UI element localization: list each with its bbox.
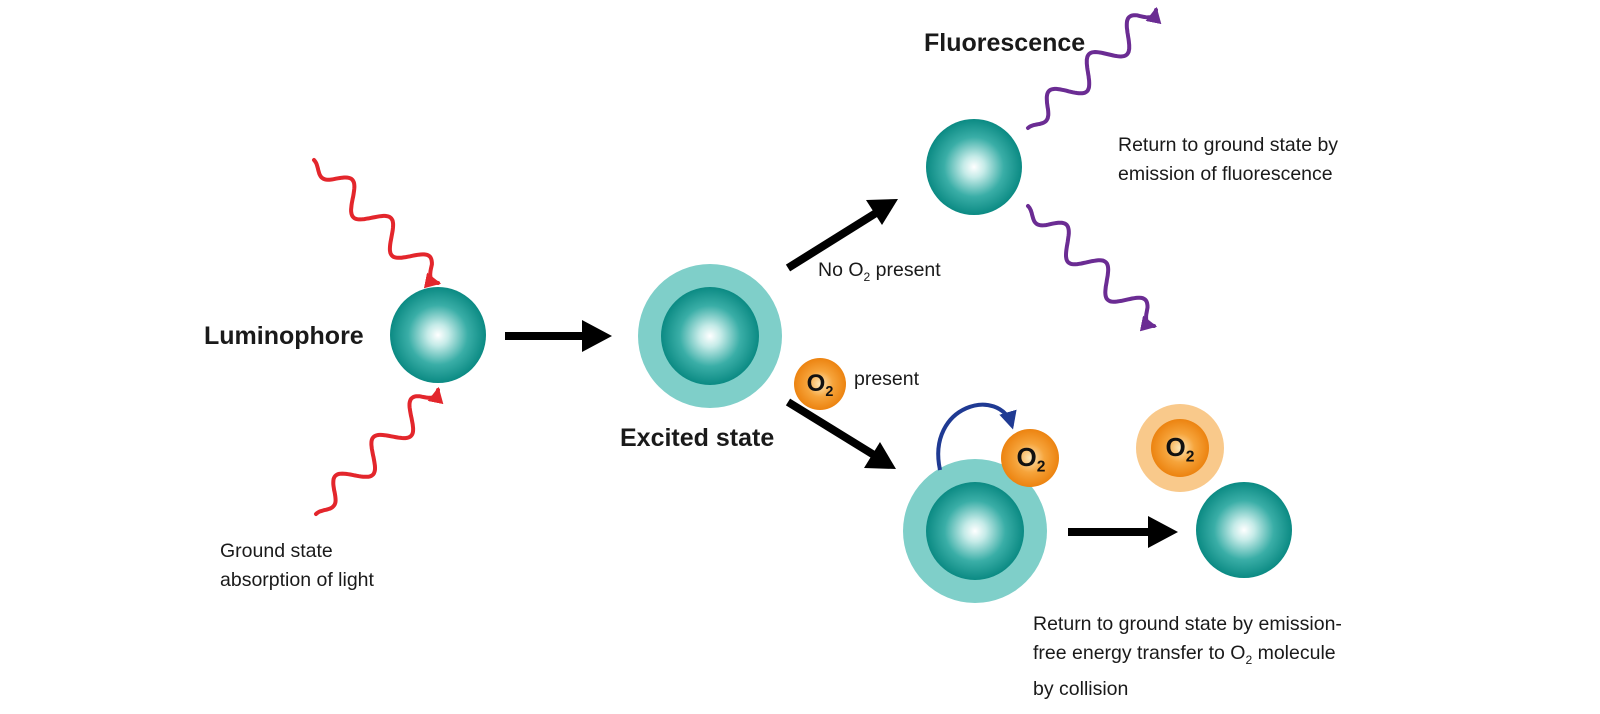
collision-return-note: Return to ground state by emission- free… [1033,610,1342,704]
fluorescence-return-line1: Return to ground state by [1118,134,1339,156]
energy-transfer-arrow [936,402,1017,471]
no-oxygen-subscript: 2 [863,269,871,284]
fluorescence-label: Fluorescence [924,29,1086,57]
oxygen-badge-excited: O2 [1165,432,1195,466]
oxygen-present-label: present [854,368,920,390]
fluorescence-return-line2: emission of fluorescence [1118,163,1333,185]
oxygen-molecule-label [794,358,846,410]
collision-return-line2: free energy transfer to O2 molecule [1033,642,1336,667]
collision-return-line3: by collision [1033,677,1129,700]
no-oxygen-label: No O2 present [818,259,941,284]
ground-state-label: Ground state absorption of light [220,537,374,595]
luminophore-molecule [390,287,486,383]
oxygen-path-arrow [785,398,896,469]
excited-oxygen-molecule [1136,404,1224,492]
fluorescent-molecule [926,119,1022,215]
colliding-oxygen-molecule [1001,429,1059,487]
no-oxygen-path-arrow [785,199,898,272]
fluorescence-return-note: Return to ground state by emission of fl… [1118,131,1338,189]
ground-state-line2: absorption of light [220,569,374,591]
luminophore-label: Luminophore [204,322,364,350]
absorbed-light-wave-top [312,158,442,289]
collision-return-line1: Return to ground state by emission- [1033,613,1342,635]
absorbed-light-wave-bottom [314,386,444,516]
colliding-excited-molecule [903,459,1047,603]
ground-state-line1: Ground state [220,540,333,562]
oxygen-badge-colliding: O2 [1016,442,1046,476]
quenched-ground-state-molecule [1196,482,1292,578]
quenching-result-arrow [1068,516,1178,548]
fluorescence-wave-down [1026,204,1158,332]
oxygen-badge-small: O2 [806,370,834,401]
excitation-arrow [505,320,612,352]
excited-state-label: Excited state [620,424,775,452]
fluorescence-wave-up [1026,6,1162,130]
excited-state-molecule [638,264,782,408]
